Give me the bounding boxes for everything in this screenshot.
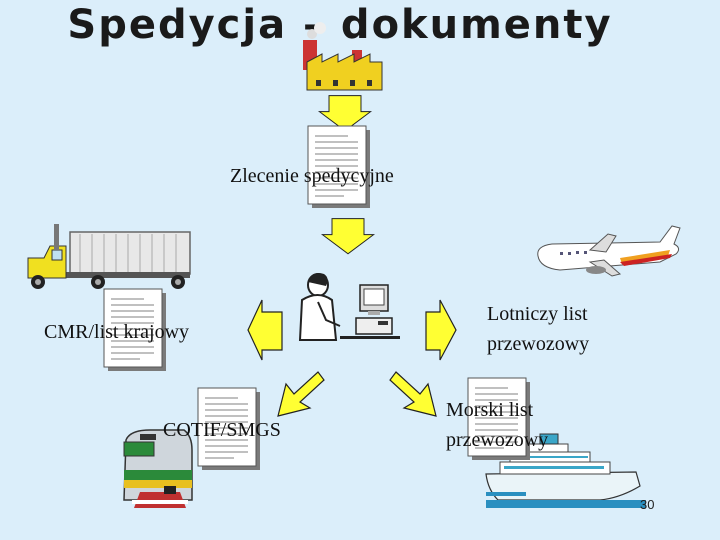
arrow-to-sea [389,371,437,417]
page-number: 30 [640,497,655,512]
label-morski-line1: Morski list [446,399,534,421]
factory-icon [303,22,383,91]
label-lotniczy-line1: Lotniczy list [487,303,588,325]
truck-icon [27,224,191,289]
forwarder-at-computer-icon [298,273,400,341]
label-lotniczy-line2: przewozowy [487,333,590,355]
arrow-order-to-forwarder [321,218,375,255]
train-icon [123,429,193,508]
ship-icon [485,433,646,508]
label-morski-line2: przewozowy [446,429,549,451]
arrow-to-rail [277,371,325,417]
slide-title: Spedycja – dokumenty [67,2,613,48]
label-cotif: COTIF/SMGS [163,419,281,441]
label-zlecenie: Zlecenie spedycyjne [230,165,394,187]
arrow-to-cmr [247,299,283,361]
label-cmr: CMR/list krajowy [44,321,190,343]
airplane-icon [537,225,681,277]
arrow-to-air [425,299,457,361]
